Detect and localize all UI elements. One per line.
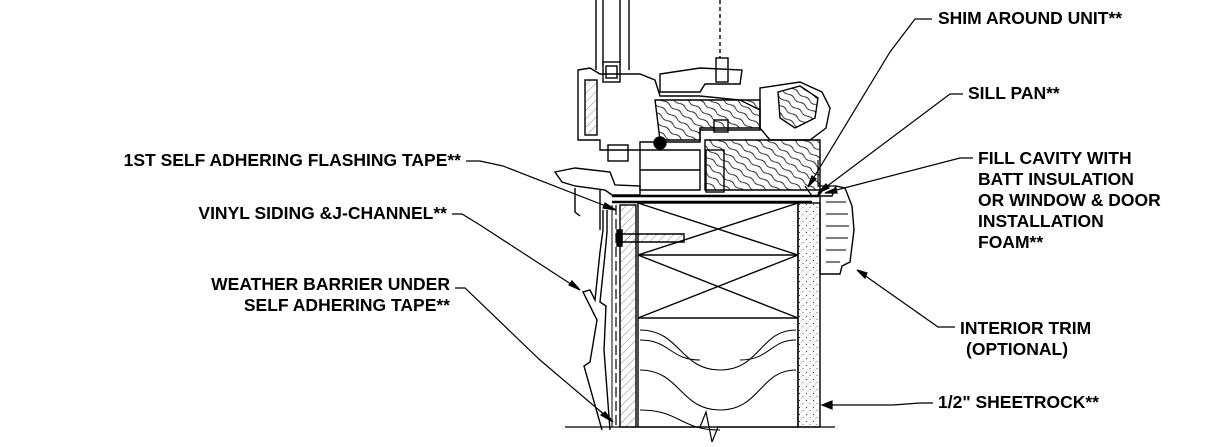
label-fill-cavity: FILL CAVITY WITH BATT INSULATION OR WIND… [978, 148, 1161, 253]
label-sheetrock: 1/2" SHEETROCK** [938, 392, 1099, 412]
sheetrock [797, 202, 821, 428]
label-weather-barrier-line-1: WEATHER BARRIER UNDER [211, 274, 450, 294]
label-weather-barrier-line-2: SELF ADHERING TAPE** [243, 295, 450, 315]
interior-trim [817, 160, 855, 275]
leader-lines [452, 18, 973, 423]
label-interior-trim: INTERIOR TRIM (OPTIONAL) [960, 318, 1091, 360]
label-fill-cavity-line-5: FOAM** [978, 232, 1044, 252]
break-line [565, 409, 835, 445]
label-vinyl-siding: VINYL SIDING &J-CHANNEL** [198, 203, 447, 223]
label-interior-trim-line-2: (OPTIONAL) [966, 339, 1069, 359]
sheathing-layers [611, 204, 637, 428]
label-fill-cavity-line-1: FILL CAVITY WITH [978, 148, 1132, 168]
window-frame [577, 57, 831, 193]
label-sill-pan: SILL PAN** [968, 83, 1060, 103]
fastener [616, 229, 685, 247]
label-fill-cavity-line-4: INSTALLATION [978, 211, 1104, 231]
label-fill-cavity-line-2: BATT INSULATION [978, 169, 1134, 189]
label-interior-trim-line-1: INTERIOR TRIM [960, 318, 1092, 338]
vinyl-siding [581, 210, 611, 431]
label-first-flashing-tape: 1ST SELF ADHERING FLASHING TAPE** [123, 150, 461, 170]
glass-sash [595, 0, 721, 83]
label-shim-around-unit: SHIM AROUND UNIT** [938, 8, 1123, 28]
label-weather-barrier: WEATHER BARRIER UNDER SELF ADHERING TAPE… [211, 274, 450, 316]
label-fill-cavity-line-3: OR WINDOW & DOOR [978, 190, 1161, 210]
